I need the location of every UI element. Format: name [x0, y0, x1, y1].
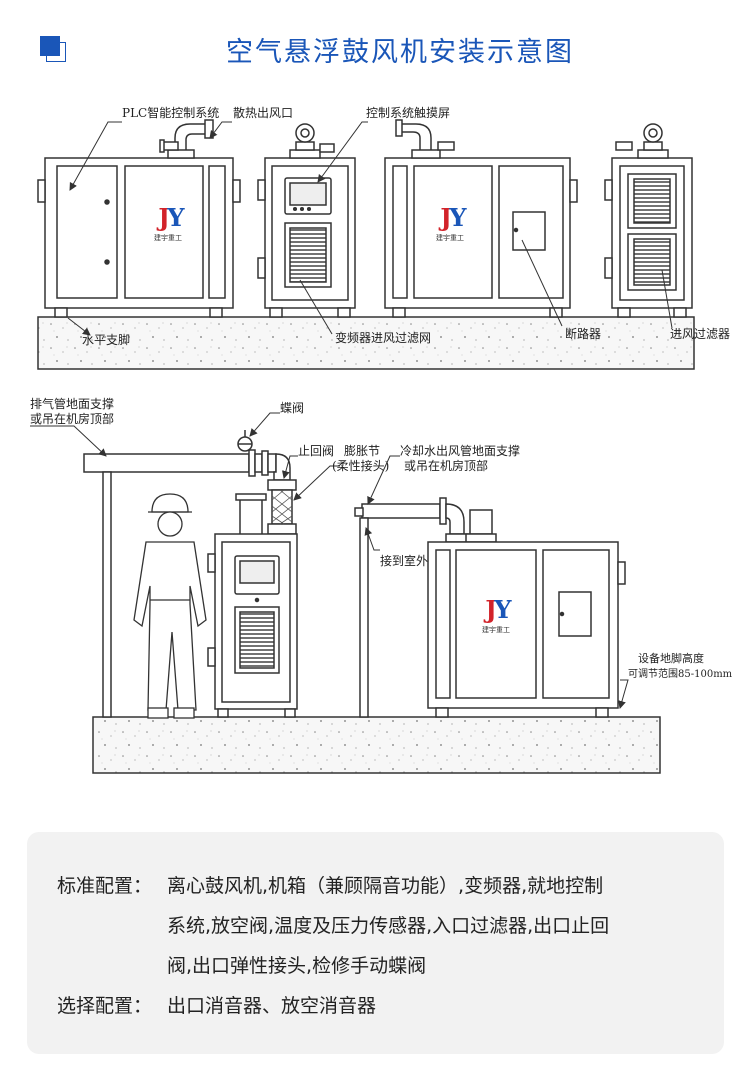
- breaker-label: 断路器: [565, 326, 601, 341]
- plc-label: PLC智能控制系统: [122, 105, 219, 120]
- to-outdoor-label: 接到室外: [380, 553, 428, 568]
- operator-figure: [133, 493, 207, 719]
- standard-config-line-1: 离心鼓风机,机箱（兼顾隔音功能）,变频器,就地控制: [167, 875, 604, 897]
- touchscreen-label: 控制系统触摸屏: [366, 106, 450, 120]
- blower-unit-front: [37, 119, 241, 318]
- optional-config-label: 选择配置：: [57, 995, 153, 1017]
- svg-text:J: J: [156, 203, 169, 232]
- config-panel: 标准配置： 离心鼓风机,机箱（兼顾隔音功能）,变频器,就地控制 系统,放空阀,温…: [27, 832, 724, 1054]
- heat-outlet-label: 散热出风口: [233, 105, 293, 120]
- blower-unit-side: [257, 123, 356, 318]
- svg-text:Y: Y: [448, 203, 467, 232]
- butterfly-valve-label: 蝶阀: [280, 400, 304, 415]
- company-logo: J Y 建宇重工: [482, 595, 512, 634]
- expansion-joint-label-2: (柔性接头): [332, 458, 389, 473]
- square-icon: [40, 36, 66, 62]
- check-valve-label: 止回阀: [298, 444, 334, 458]
- svg-text:建宇重工: 建宇重工: [482, 625, 510, 634]
- blower-unit-inlet: [604, 123, 693, 318]
- blower-unit-front-installed: [427, 541, 626, 718]
- svg-text:Y: Y: [493, 595, 512, 624]
- expansion-joint-label-1: 膨胀节: [344, 444, 380, 458]
- cooling-support-label-1: 冷却水出风管地面支撑: [400, 443, 520, 458]
- exhaust-support-label-2: 或吊在机房顶部: [30, 411, 114, 426]
- foot-height-label-1: 设备地脚高度: [638, 651, 704, 665]
- svg-text:J: J: [438, 203, 451, 232]
- vfd-filter-label: 变频器进风过滤网: [335, 330, 431, 345]
- svg-text:建宇重工: 建宇重工: [154, 233, 182, 242]
- svg-text:建宇重工: 建宇重工: [436, 233, 464, 242]
- optional-config-text: 出口消音器、放空消音器: [167, 995, 377, 1017]
- level-foot-label: 水平支脚: [82, 332, 130, 347]
- standard-config-label: 标准配置：: [57, 875, 153, 897]
- installation-diagram: J Y 建宇重工 J Y 建宇重工 PLC智能控制系统 散热出风口 控制系统触摸…: [30, 105, 733, 774]
- cooling-support-label-2: 或吊在机房顶部: [404, 458, 488, 473]
- company-logo: J Y 建宇重工: [436, 203, 467, 242]
- inlet-filter-label: 进风过滤器: [670, 327, 730, 341]
- company-logo: J Y 建宇重工: [154, 203, 185, 242]
- floor-slab-bottom: [92, 716, 661, 774]
- title-bar: 空气悬浮鼓风机安装示意图: [0, 0, 750, 80]
- page-title: 空气悬浮鼓风机安装示意图: [226, 37, 574, 68]
- standard-config-line-2: 系统,放空阀,温度及压力传感器,入口过滤器,出口止回: [167, 915, 610, 937]
- exhaust-support-label-1: 排气管地面支撑: [30, 396, 114, 411]
- blower-unit-side-installed: [207, 533, 298, 718]
- blower-unit-rear: [384, 119, 578, 318]
- svg-text:J: J: [483, 595, 496, 624]
- standard-config-line-3: 阀,出口弹性接头,检修手动蝶阀: [167, 955, 427, 977]
- foot-height-label-2: 可调节范围85-100mm: [628, 667, 733, 680]
- svg-text:Y: Y: [166, 203, 185, 232]
- floor-slab-top: [37, 316, 695, 370]
